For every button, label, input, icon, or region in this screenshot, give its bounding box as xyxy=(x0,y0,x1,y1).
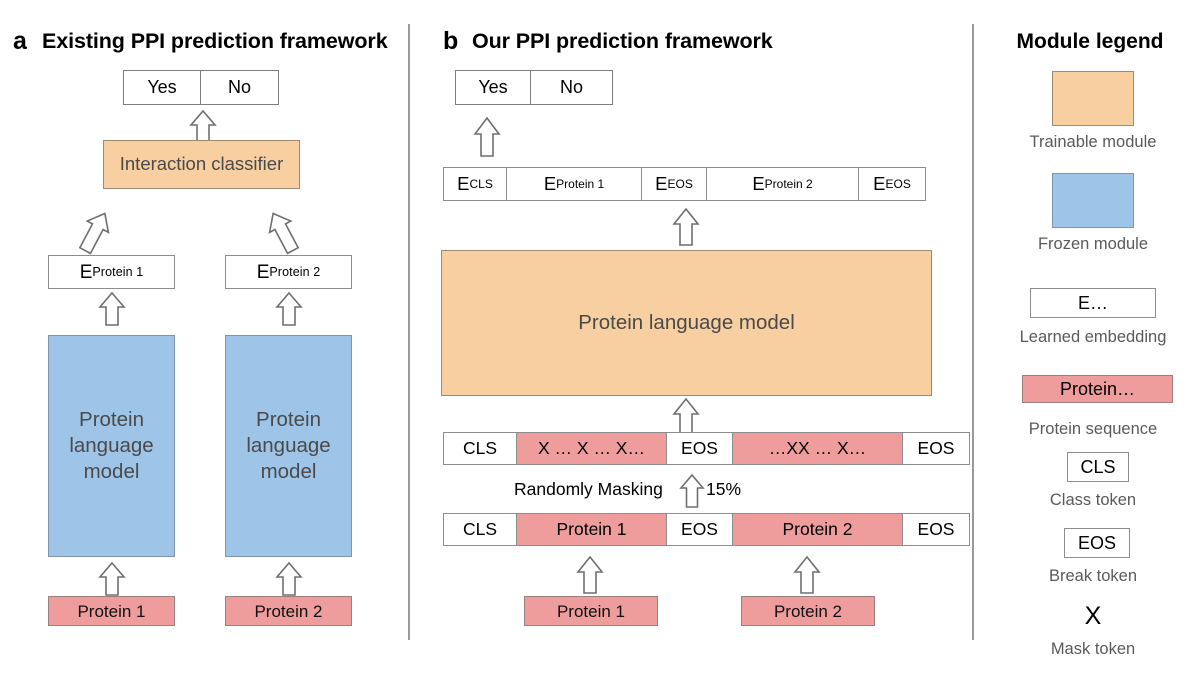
panel-b-arrow-protein2-to-tokens xyxy=(793,555,821,594)
plm2-line3: model xyxy=(260,459,317,483)
token-cell-eos-1[interactable]: EOS xyxy=(667,513,733,546)
emb-cls-subscript: CLS xyxy=(469,177,493,191)
legend-label-protein-sequence: Protein sequence xyxy=(1028,420,1158,438)
panel-a-title: Existing PPI prediction framework xyxy=(42,29,388,53)
legend-swatch-trainable-module xyxy=(1052,71,1134,126)
panel-a-no-cell[interactable]: No xyxy=(201,70,279,105)
emb-eos1-prefix: E xyxy=(655,173,668,194)
panel-b-arrow-model-to-embedding xyxy=(672,207,700,246)
plm1-line1: Protein xyxy=(79,408,144,432)
panel-a-arrow-model2-to-embedding2 xyxy=(275,291,303,326)
panel-a-arrow-embedding1-to-classifier xyxy=(74,208,116,256)
legend-label-learned-embedding: Learned embedding xyxy=(1019,328,1167,346)
panel-b-arrow-tokens-to-masked xyxy=(679,473,705,508)
token-cell-cls[interactable]: CLS xyxy=(443,513,517,546)
panel-b-title: Our PPI prediction framework xyxy=(472,29,773,53)
panel-b-token-row: CLS Protein 1 EOS Protein 2 EOS xyxy=(443,513,970,546)
panel-a-arrow-embedding2-to-classifier xyxy=(262,208,304,256)
plm2-line1: Protein xyxy=(256,408,321,432)
legend-box-class-token[interactable]: CLS xyxy=(1067,452,1129,482)
panel-a-letter: a xyxy=(13,27,27,55)
panel-b-arrow-embedding-to-output xyxy=(473,116,501,157)
interaction-classifier-box[interactable]: Interaction classifier xyxy=(103,140,300,189)
panel-a-protein-language-model-1[interactable]: Protein language model xyxy=(48,335,175,557)
token-cell-eos-2[interactable]: EOS xyxy=(903,513,970,546)
emb-cls-prefix: E xyxy=(457,173,470,194)
panel-a-arrow-model1-to-embedding1 xyxy=(98,291,126,326)
panel-b-protein-language-model[interactable]: Protein language model xyxy=(441,250,932,396)
masked-cell-eos-1[interactable]: EOS xyxy=(667,432,733,465)
legend-box-protein-sequence[interactable]: Protein… xyxy=(1022,375,1173,403)
emb-p2-subscript: Protein 2 xyxy=(764,177,813,191)
panel-a-arrow-classifier-to-output xyxy=(189,109,217,144)
legend-swatch-frozen-module xyxy=(1052,173,1134,228)
emb-p2-prefix: E xyxy=(752,173,765,194)
token-cell-protein1[interactable]: Protein 1 xyxy=(517,513,667,546)
panel-a-embedding-1-subscript: Protein 1 xyxy=(92,264,144,279)
panel-a-yes-cell[interactable]: Yes xyxy=(123,70,201,105)
panel-a-embedding-1-prefix: E xyxy=(79,261,93,283)
legend-label-trainable-module: Trainable module xyxy=(1029,133,1157,151)
masked-cell-protein1[interactable]: X … X … X… xyxy=(517,432,667,465)
emb-p1-prefix: E xyxy=(543,173,557,194)
plm1-line2: language xyxy=(69,434,154,458)
divider-a-b xyxy=(408,24,410,640)
panel-b-arrow-protein1-to-tokens xyxy=(576,555,604,594)
plm2-line2: language xyxy=(246,434,331,458)
panel-b-masked-token-row: CLS X … X … X… EOS …XX … X… EOS xyxy=(443,432,970,465)
panel-b-yes-cell[interactable]: Yes xyxy=(455,70,531,105)
masked-cell-cls[interactable]: CLS xyxy=(443,432,517,465)
panel-b-input-protein-1[interactable]: Protein 1 xyxy=(524,596,658,626)
legend-title: Module legend xyxy=(1016,30,1164,53)
emb-eos1-subscript: EOS xyxy=(667,177,693,191)
panel-a-input-protein-1[interactable]: Protein 1 xyxy=(48,596,175,626)
legend-box-learned-embedding[interactable]: E… xyxy=(1030,288,1156,318)
masked-cell-protein2[interactable]: …XX … X… xyxy=(733,432,903,465)
panel-b-letter: b xyxy=(443,27,459,55)
legend-label-break-token: Break token xyxy=(1048,567,1138,585)
masking-percent-label: 15% xyxy=(706,479,742,499)
legend-box-break-token[interactable]: EOS xyxy=(1064,528,1130,558)
panel-b-input-protein-2[interactable]: Protein 2 xyxy=(741,596,875,626)
panel-a-embedding-2-prefix: E xyxy=(256,261,270,283)
panel-a-protein-language-model-2[interactable]: Protein language model xyxy=(225,335,352,557)
emb-eos2-subscript: EOS xyxy=(885,177,911,191)
masked-cell-eos-2[interactable]: EOS xyxy=(903,432,970,465)
panel-b-arrow-masked-to-model xyxy=(672,397,700,434)
emb-eos2-prefix: E xyxy=(873,173,886,194)
plm1-line3: model xyxy=(83,459,140,483)
token-cell-protein2[interactable]: Protein 2 xyxy=(733,513,903,546)
panel-a-arrow-protein2-to-model2 xyxy=(275,561,303,596)
legend-label-frozen-module: Frozen module xyxy=(1037,235,1149,253)
randomly-masking-label: Randomly Masking xyxy=(514,479,663,499)
legend-glyph-mask-token: X xyxy=(1084,602,1102,630)
divider-b-legend xyxy=(972,24,974,640)
legend-label-class-token: Class token xyxy=(1049,491,1137,509)
panel-b-no-cell[interactable]: No xyxy=(531,70,613,105)
panel-a-embedding-2-subscript: Protein 2 xyxy=(269,264,321,279)
panel-a-arrow-protein1-to-model1 xyxy=(98,561,126,596)
panel-a-input-protein-2[interactable]: Protein 2 xyxy=(225,596,352,626)
legend-label-mask-token: Mask token xyxy=(1050,640,1136,658)
emb-p1-subscript: Protein 1 xyxy=(556,177,605,191)
panel-a-output-row: Yes No xyxy=(123,70,279,105)
panel-b-output-row: Yes No xyxy=(455,70,613,105)
